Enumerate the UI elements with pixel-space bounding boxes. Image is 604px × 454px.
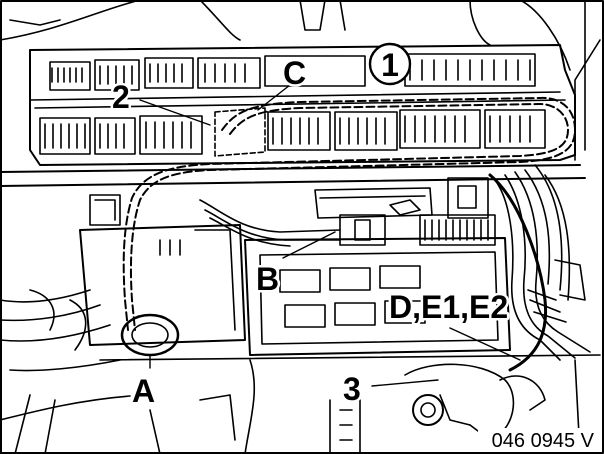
cable-routing-path	[122, 96, 576, 331]
callout-d-e1-e2: D,E1,E2	[389, 289, 508, 325]
leader-c	[257, 84, 291, 111]
fuse-box	[29, 44, 576, 166]
lower-fuse-row	[39, 109, 546, 155]
reference-number: 046 0945 V	[492, 430, 595, 452]
connector-b	[199, 187, 433, 247]
control-module	[244, 177, 511, 356]
leader-lines	[139, 84, 521, 387]
callout-3: 3	[343, 371, 361, 407]
callout-c: C	[283, 55, 306, 91]
leader-b	[282, 231, 336, 259]
dashboard-structure	[0, 0, 601, 161]
callout-1: 1	[381, 47, 399, 83]
harness-left	[0, 289, 180, 454]
left-bracket	[79, 194, 246, 346]
callout-2: 2	[112, 79, 130, 115]
reference-bg	[478, 428, 600, 452]
part-1-circle	[368, 42, 412, 86]
leader-3	[371, 379, 439, 387]
leader-d-e1-e2	[449, 327, 521, 361]
callout-a: A	[132, 373, 155, 409]
leader-2	[139, 99, 211, 126]
wiring-bundle-right	[488, 164, 591, 372]
callout-b: B	[256, 261, 279, 297]
